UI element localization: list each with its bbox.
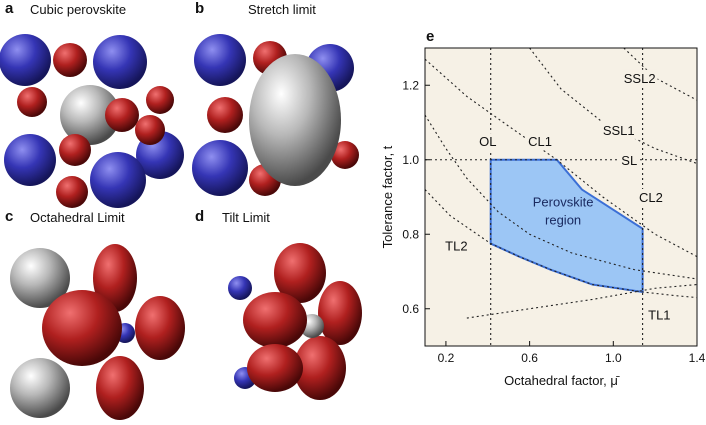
annotation-ol: OL [479, 134, 496, 149]
region-label-line1: Perovskite [533, 194, 594, 209]
annotation-bg [637, 189, 665, 206]
boundary-upper-tilt [425, 114, 697, 280]
annotation-tl2: TL2 [445, 238, 467, 253]
x-site-ellipsoid [274, 243, 326, 303]
a-site-sphere [60, 85, 120, 145]
x-site-sphere [146, 86, 174, 114]
annotation-bg [619, 151, 640, 169]
x-site-ellipsoid [42, 290, 122, 366]
panel-e-letter: e [426, 28, 435, 45]
annotation-ssl2: SSL2 [624, 71, 656, 86]
panel-d-title: Tilt Limit [222, 210, 270, 225]
x-site-ellipsoid [318, 281, 362, 345]
x-site-sphere [53, 43, 87, 77]
x-site-sphere [207, 97, 243, 133]
panel-c: c Octahedral Limit [0, 208, 190, 425]
panel-a-title: Cubic perovskite [30, 2, 127, 17]
b-site-sphere [192, 140, 248, 196]
tilt-limit-illustration [228, 243, 362, 400]
panel-b: b Stretch limit [190, 0, 380, 210]
annotation-bg [646, 306, 673, 324]
y-axis-label: Tolerance factor, t [380, 145, 395, 248]
b-site-sphere [228, 276, 252, 300]
x-site-sphere [59, 134, 91, 166]
b-site-sphere [4, 134, 56, 186]
x-site-ellipsoid [93, 244, 137, 312]
panel-c-title: Octahedral Limit [30, 210, 125, 225]
b-site-sphere [194, 34, 246, 86]
y-tick-label: 0.6 [402, 302, 419, 316]
panel-b-title: Stretch limit [248, 2, 316, 17]
panel-c-letter: c [5, 208, 14, 225]
x-site-sphere [56, 176, 88, 208]
y-tick-label: 1.2 [402, 78, 419, 92]
annotation-bg [600, 121, 637, 139]
x-axis-label: Octahedral factor, μ̄ [504, 373, 620, 388]
a-site-sphere [10, 248, 70, 308]
annotation-tl1: TL1 [648, 307, 670, 322]
octahedral-limit-illustration [10, 244, 185, 420]
annotation-bg [526, 133, 555, 151]
y-tick-label: 0.8 [402, 227, 419, 241]
annotation-ssl1: SSL1 [603, 123, 635, 138]
panel-b-letter: b [195, 0, 205, 17]
x-site-sphere [105, 98, 139, 132]
annotation-cl1: CL1 [528, 134, 552, 149]
panel-a: a Cubic perovskite [0, 0, 190, 210]
annotation-bg [477, 133, 499, 151]
panel-d: d Tilt Limit [190, 208, 380, 425]
boundary-tl2 [425, 189, 697, 299]
x-site-sphere [135, 115, 165, 145]
x-site-ellipsoid [247, 344, 303, 392]
x-tick-label: 0.6 [521, 351, 538, 365]
panel-a-letter: a [5, 0, 14, 17]
x-site-ellipsoid [243, 292, 307, 348]
annotation-bg [621, 69, 658, 87]
panel-d-letter: d [195, 208, 205, 225]
stretch-limit-illustration [192, 34, 359, 196]
x-tick-label: 0.2 [438, 351, 455, 365]
x-tick-label: 1.0 [605, 351, 622, 365]
b-site-sphere [90, 152, 146, 208]
boundary-tl1 [466, 283, 697, 319]
a-site-ellipsoid [249, 54, 341, 186]
b-site-sphere [0, 34, 51, 86]
x-site-ellipsoid [96, 356, 144, 420]
plot-frame [424, 47, 698, 347]
x-site-sphere [17, 87, 47, 117]
annotation-cl2: CL2 [639, 190, 663, 205]
x-site-sphere [331, 141, 359, 169]
annotation-sl: SL [621, 153, 637, 168]
cubic-perovskite-illustration [0, 34, 184, 208]
a-site-sphere [10, 358, 70, 418]
annotation-bg [443, 237, 470, 255]
b-site-sphere [93, 35, 147, 89]
x-site-ellipsoid [135, 296, 185, 360]
boundary-cl1 [425, 58, 697, 258]
x-tick-label: 1.4 [689, 351, 706, 365]
x-site-ellipsoid [294, 336, 346, 400]
region-label-line2: region [545, 212, 581, 227]
y-tick-label: 1.0 [402, 153, 419, 167]
